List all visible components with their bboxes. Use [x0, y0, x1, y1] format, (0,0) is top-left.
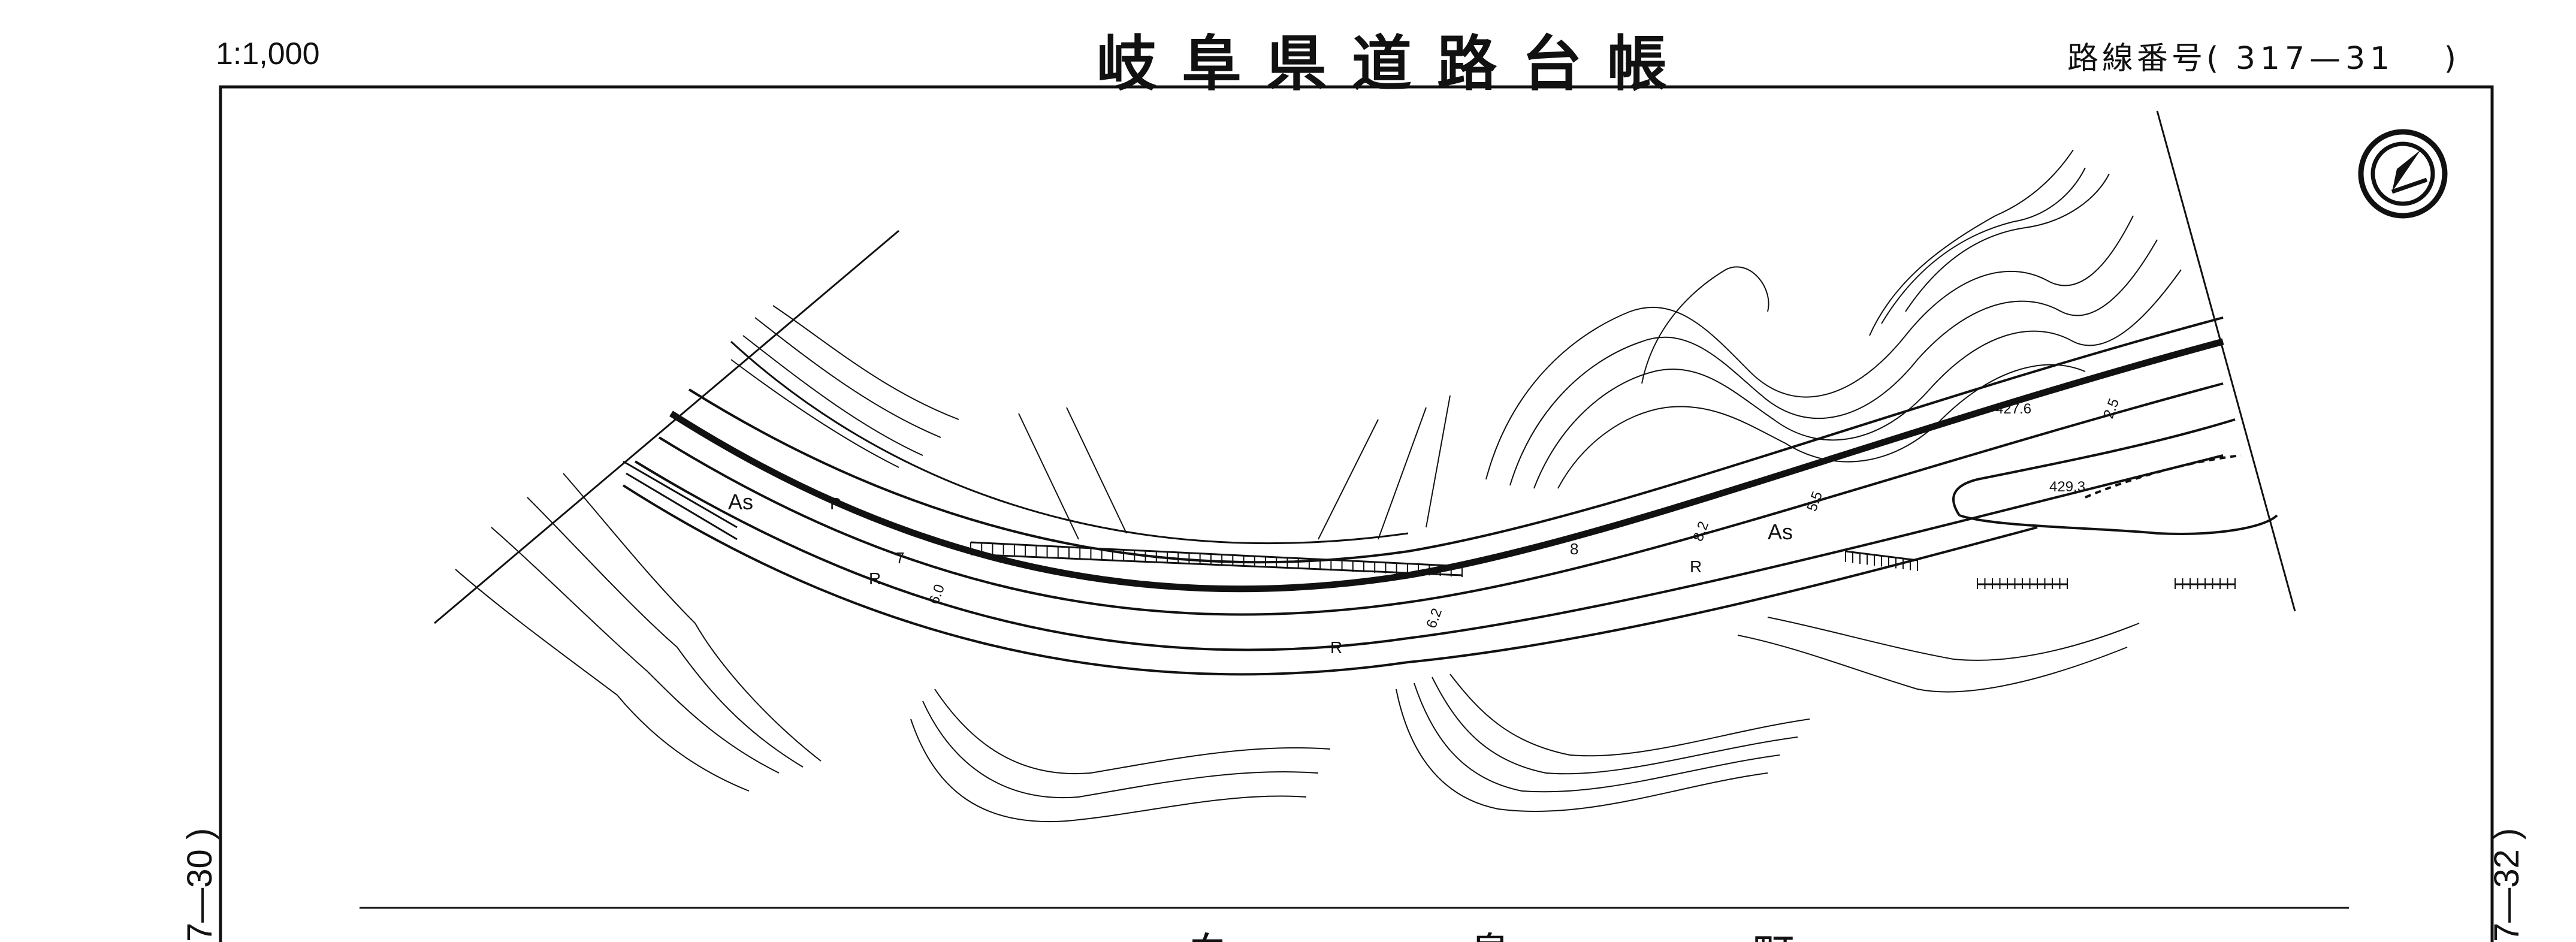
sheet-frame [219, 85, 2494, 942]
route-number-value: 317—31 [2235, 41, 2395, 77]
pavement-label-east: As [1768, 520, 1793, 544]
north-arrow-icon [2358, 129, 2448, 219]
route-close: ) [2444, 41, 2460, 77]
wall-hatching [970, 542, 2236, 589]
width-8-2: 8.2 [1690, 519, 1712, 544]
scale-label: 1:1,000 [216, 37, 320, 71]
p-mark: P [830, 494, 841, 513]
width-6-2: 6.2 [1423, 606, 1445, 630]
width-6-0: 6.0 [926, 582, 948, 606]
elevation-429-3: 429.3 [2049, 479, 2085, 495]
r-mark-2: R [1330, 638, 1342, 657]
road-edges [622, 316, 2224, 676]
adjacent-sheet-prev: 7—30 ) [180, 828, 219, 942]
contours-west [455, 305, 959, 792]
area-boundary-west [434, 230, 899, 624]
r-mark-1: R [869, 569, 881, 588]
contours-north [1485, 149, 2182, 489]
contours-south [910, 617, 2140, 822]
route-prefix: 路線番号( [2067, 41, 2222, 77]
width-7: 7 [896, 549, 904, 567]
width-8: 8 [1570, 540, 1578, 558]
route-number-label: 路線番号( 317—31 ) [2067, 33, 2460, 78]
elevation-427-6: 427.6 [1995, 401, 2031, 417]
area-boundary-east [2156, 110, 2296, 612]
width-5-5: 5.5 [1804, 489, 1826, 514]
map-labels: As As P R R R 7 6.0 6.2 8 8.2 5.5 2.5 42… [728, 396, 2122, 657]
r-mark-3: R [1690, 557, 1702, 576]
branch-road [1952, 418, 2278, 535]
town-name: 白 鳥 町 [1186, 920, 1908, 942]
adjacent-sheet-next: 7—32 ) [2487, 828, 2526, 942]
gully-lines [1018, 395, 1451, 540]
pavement-label-west: As [728, 490, 753, 514]
